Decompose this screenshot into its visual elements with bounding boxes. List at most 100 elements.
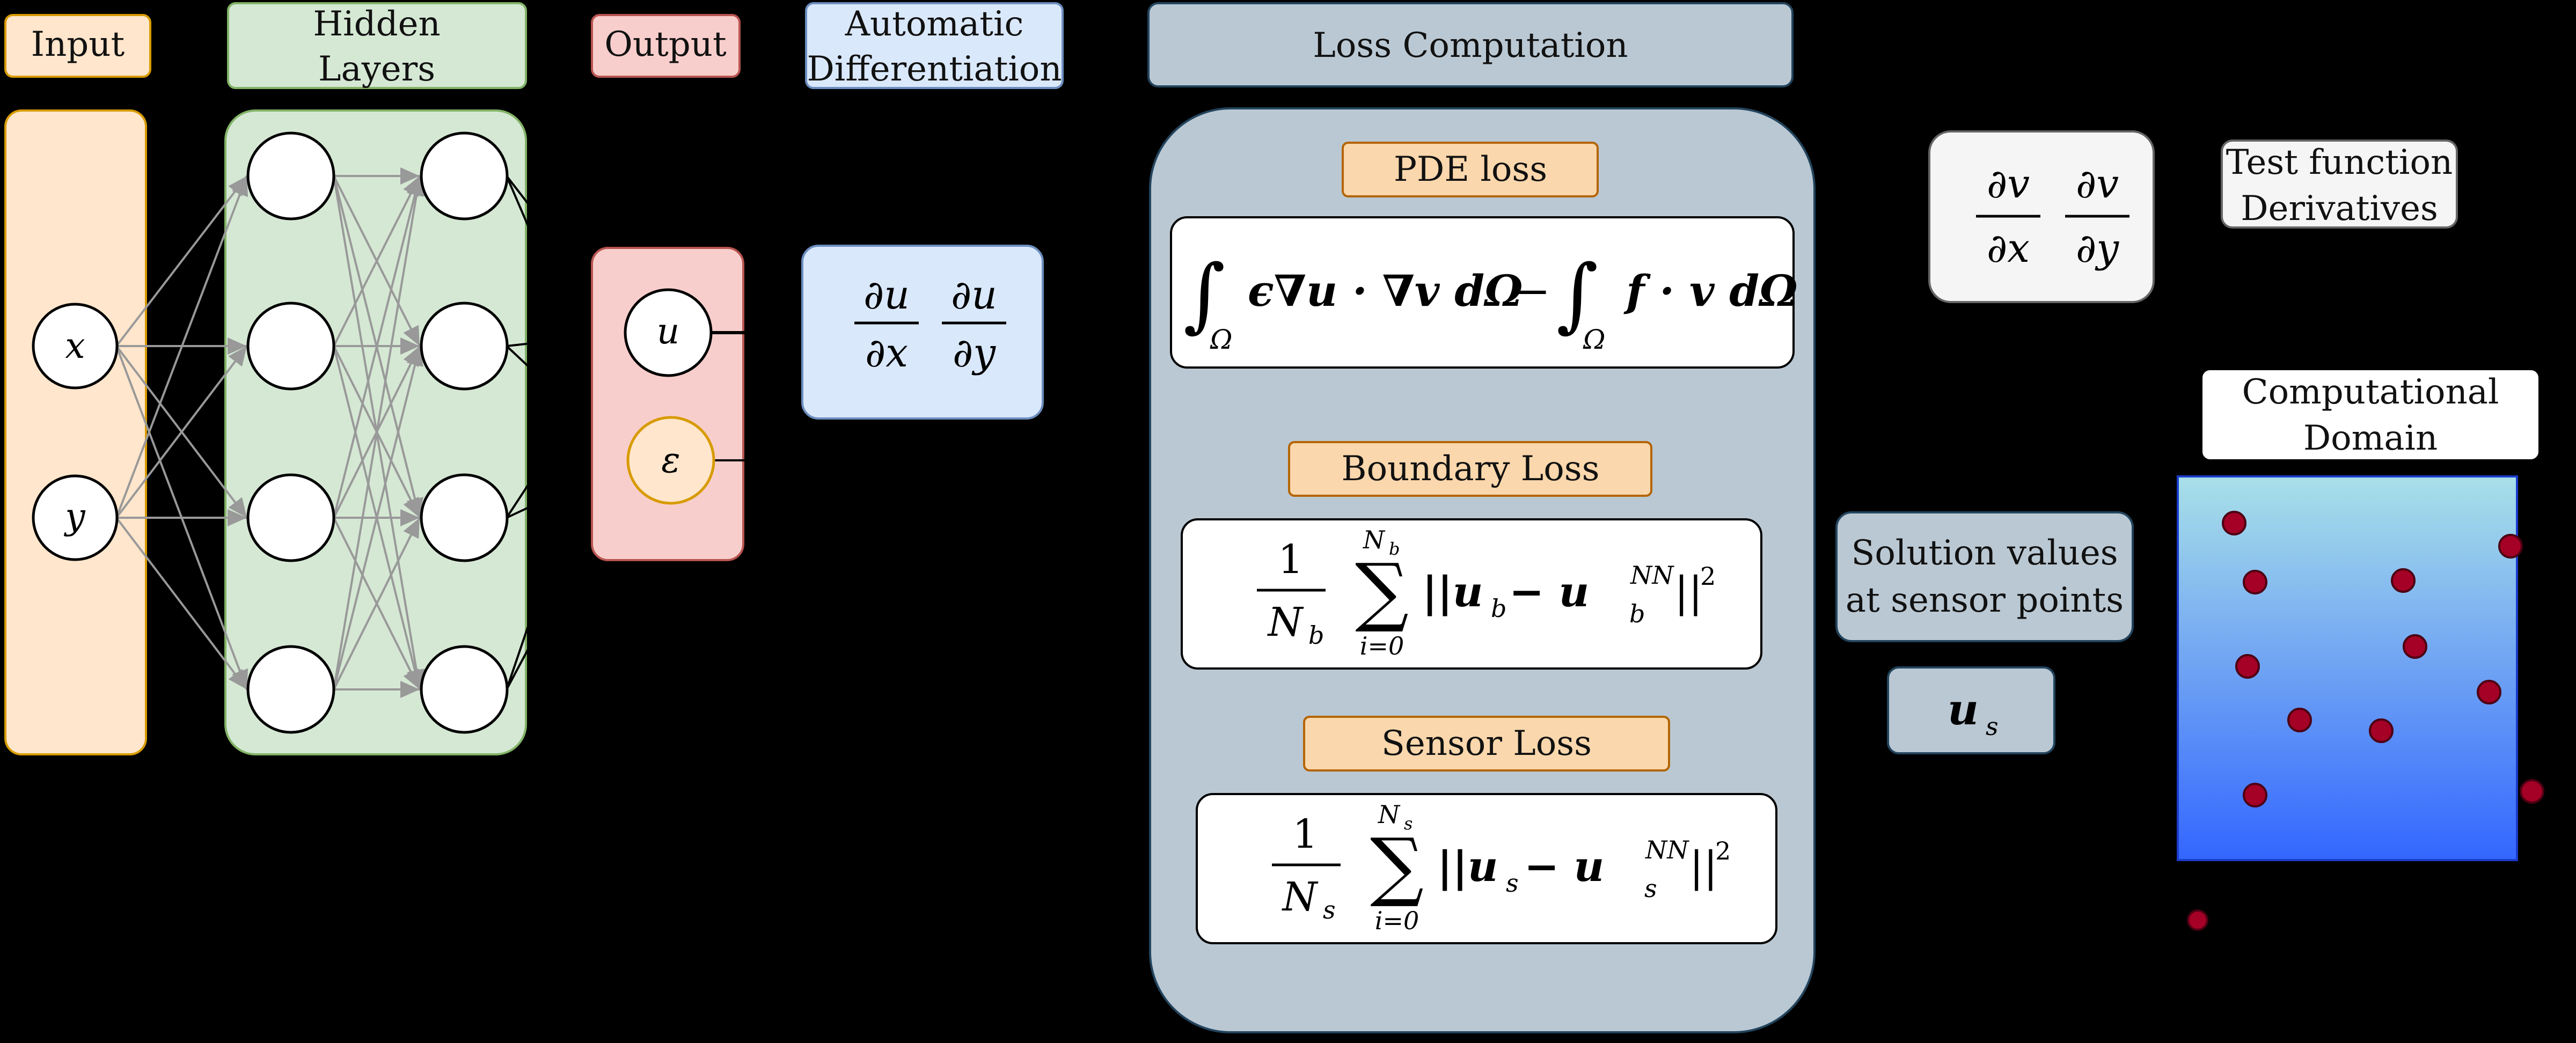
- solution-label-line2: at sensor points: [1846, 581, 2124, 620]
- sen-N: N: [1282, 874, 1319, 920]
- boundary-loss-formula: 1 N b N b ∑ i=0 ||u b − u NN b || 2: [1181, 518, 1762, 670]
- bnd-N: N: [1267, 599, 1304, 645]
- sensor-points: [2222, 511, 2544, 807]
- neuron: [420, 131, 509, 221]
- hidden-label-line1: Hidden: [313, 4, 440, 44]
- sen-N-sub: s: [1323, 895, 1336, 924]
- neuron: [246, 645, 335, 734]
- sensor-point: [2403, 634, 2427, 659]
- neuron: [420, 645, 509, 734]
- output-node-u: u: [624, 288, 713, 377]
- bnd-N-sub: b: [1308, 621, 1324, 650]
- pde-integral-1: ∫: [1183, 248, 1225, 341]
- hidden-label-line2: Layers: [318, 49, 435, 89]
- sensor-point: [2235, 654, 2260, 679]
- dv-numerator-2: ∂v: [2076, 161, 2119, 207]
- test-label-line2: Derivatives: [2241, 189, 2438, 229]
- sen-sup: NN: [1645, 835, 1689, 864]
- loss-computation-header: Loss Computation: [1147, 2, 1794, 87]
- sensor-point: [2498, 534, 2523, 559]
- sensor-point: [2287, 708, 2312, 732]
- neuron: [246, 473, 335, 562]
- sen-term-a: ||u: [1437, 842, 1498, 891]
- bnd-term-b: − u: [1509, 568, 1589, 616]
- dy-denominator: ∂y: [953, 330, 996, 376]
- bnd-sum-upper-sub: b: [1389, 539, 1400, 559]
- test-dy: ∂y: [2076, 225, 2119, 271]
- bnd-sigma: ∑: [1355, 548, 1409, 635]
- hidden-to-hidden-connections: [333, 167, 425, 698]
- sensor-legend-marker: [2187, 909, 2208, 931]
- pde-loss-label-box: PDE loss: [1342, 142, 1599, 197]
- input-node-y: y: [32, 474, 119, 561]
- sensor-point: [2369, 718, 2394, 743]
- sensor-loss-label-box: Sensor Loss: [1303, 716, 1670, 772]
- bnd-norm-close: ||: [1674, 568, 1703, 616]
- sen-sum-upper-sub: s: [1404, 813, 1413, 834]
- pde-omega-1: Ω: [1210, 324, 1232, 355]
- sen-sigma: ∑: [1370, 822, 1424, 910]
- pde-term-1: ϵ∇u · ∇v dΩ: [1248, 266, 1523, 316]
- bnd-square: 2: [1700, 562, 1716, 591]
- boundary-loss-label: Boundary Loss: [1342, 449, 1600, 489]
- sen-square: 2: [1715, 836, 1731, 865]
- pde-loss-label: PDE loss: [1394, 150, 1547, 189]
- input-x-symbol: x: [65, 325, 85, 366]
- input-panel: [4, 109, 147, 755]
- autodiff-label-line1: Automatic: [845, 4, 1024, 44]
- bnd-sub-a: b: [1491, 594, 1506, 623]
- dx-denominator: ∂x: [865, 330, 908, 376]
- input-to-hidden-connections: [115, 175, 248, 691]
- output-label: Output: [604, 25, 727, 64]
- output-header: Output: [591, 14, 741, 78]
- sensor-point: [2477, 680, 2501, 704]
- pde-integral-2: ∫: [1556, 248, 1598, 341]
- bnd-term-a: ||u: [1422, 568, 1483, 616]
- sen-norm-close: ||: [1689, 843, 1718, 891]
- solution-values-box: Solution values at sensor points: [1835, 511, 2134, 642]
- sensor-point: [2391, 568, 2416, 593]
- domain-label-line2: Domain: [2303, 418, 2438, 458]
- autodiff-label-line2: Differentiation: [807, 49, 1062, 89]
- domain-label-line1: Computational: [2242, 372, 2499, 412]
- input-y-symbol: y: [63, 496, 85, 537]
- du-numerator-1: ∂u: [863, 272, 910, 318]
- sen-sum-lower: i=0: [1375, 906, 1419, 935]
- output-epsilon-symbol: ε: [661, 439, 680, 481]
- computational-domain: [2177, 475, 2518, 861]
- autodiff-header: Automatic Differentiation: [805, 2, 1064, 89]
- test-dx: ∂x: [1987, 225, 2030, 271]
- sen-sub-a: s: [1506, 869, 1519, 898]
- pde-minus: −: [1514, 266, 1550, 316]
- boundary-loss-label-box: Boundary Loss: [1288, 441, 1652, 497]
- test-function-label-box: Test function Derivatives: [2221, 139, 2458, 229]
- neuron: [420, 302, 509, 391]
- sen-sub-b: s: [1644, 874, 1657, 903]
- pde-omega-2: Ω: [1583, 324, 1605, 355]
- input-header: Input: [4, 14, 151, 78]
- us-sub: s: [1986, 712, 1999, 741]
- hidden-layers-header: Hidden Layers: [227, 2, 527, 89]
- sensor-values-box: u s: [1887, 666, 2055, 754]
- sen-one: 1: [1292, 811, 1318, 857]
- sensor-point: [2520, 779, 2544, 804]
- neuron: [246, 302, 335, 391]
- dv-numerator-1: ∂v: [1987, 161, 2030, 207]
- sensor-loss-formula: 1 N s N s ∑ i=0 ||u s − u NN s || 2: [1196, 793, 1777, 944]
- input-node-x: x: [32, 303, 119, 390]
- neuron: [246, 131, 335, 221]
- loss-computation-label: Loss Computation: [1313, 26, 1628, 65]
- test-label-line1: Test function: [2226, 143, 2453, 182]
- hidden-layer-2: [420, 131, 509, 734]
- sensor-point: [2243, 783, 2267, 807]
- sen-term-b: − u: [1524, 842, 1604, 891]
- sensor-point: [2222, 511, 2246, 535]
- computational-domain-label-box: Computational Domain: [2200, 368, 2541, 461]
- sensor-point: [2243, 570, 2267, 594]
- solution-label-line1: Solution values: [1851, 533, 2118, 573]
- hidden-layer-1: [246, 131, 335, 734]
- test-function-derivatives-box: ∂v ∂x ∂v ∂y: [1928, 130, 2155, 303]
- output-u-symbol: u: [657, 311, 680, 352]
- output-node-epsilon: ε: [626, 416, 715, 505]
